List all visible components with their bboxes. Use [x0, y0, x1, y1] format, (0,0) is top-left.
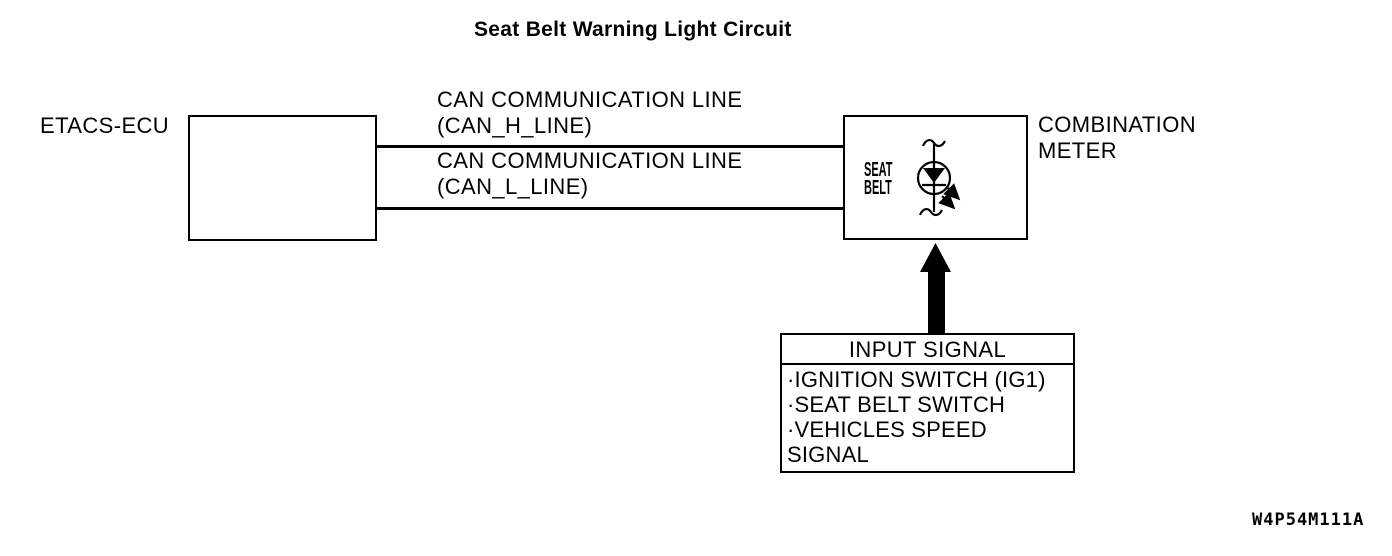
- etacs-ecu-label: ETACS-ECU: [40, 113, 170, 138]
- can-l-line-label: CAN COMMUNICATION LINE (CAN_L_LINE): [437, 148, 743, 199]
- can-l-wire: [377, 207, 843, 210]
- input-signal-arrow-icon: [920, 243, 951, 334]
- input-signal-list: ·IGNITION SWITCH (IG1)·SEAT BELT SWITCH·…: [782, 365, 1073, 469]
- combination-meter-label: COMBINATION METER: [1038, 112, 1196, 163]
- diagram-title: Seat Belt Warning Light Circuit: [474, 18, 792, 41]
- input-signal-box: INPUT SIGNAL ·IGNITION SWITCH (IG1)·SEAT…: [780, 333, 1075, 473]
- etacs-ecu-box: [188, 115, 377, 241]
- seat-belt-led-icon: [916, 139, 961, 217]
- input-signal-item: SIGNAL: [787, 442, 869, 467]
- input-signal-item: ·IGNITION SWITCH (IG1): [787, 367, 1046, 392]
- input-signal-header: INPUT SIGNAL: [782, 335, 1073, 365]
- figure-code: W4P54M111A: [1252, 510, 1365, 530]
- can-h-line-label: CAN COMMUNICATION LINE (CAN_H_LINE): [437, 87, 743, 138]
- input-signal-item: ·SEAT BELT SWITCH: [787, 392, 1006, 417]
- input-signal-item: ·VEHICLES SPEED: [787, 417, 987, 442]
- seat-belt-indicator-label: SEAT BELT: [864, 159, 893, 199]
- can-h-wire: [377, 145, 843, 148]
